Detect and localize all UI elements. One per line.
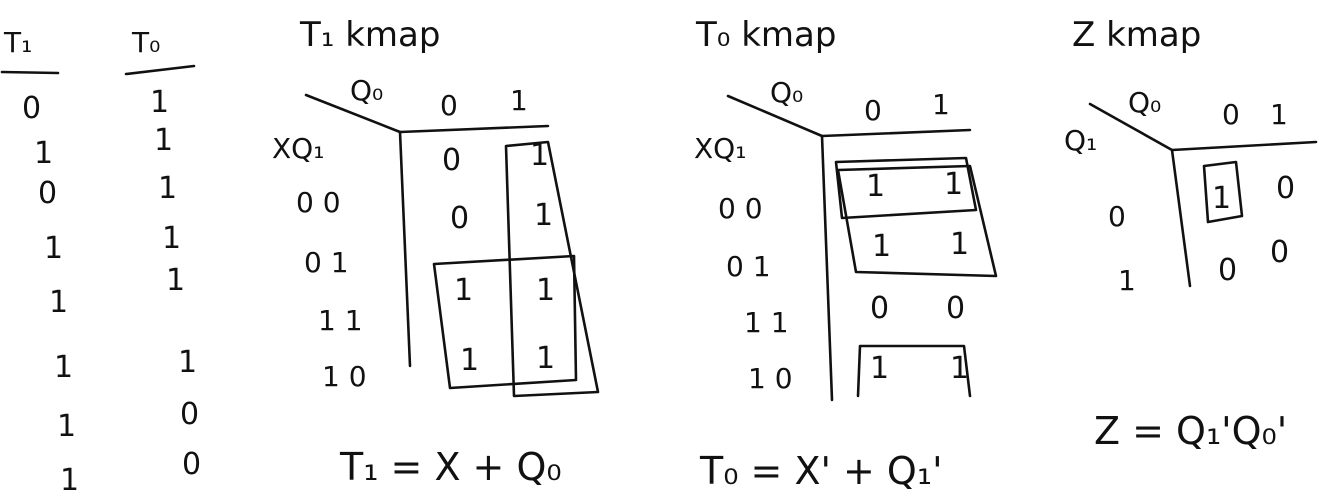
z-kmap-row-header: 1 [1118, 264, 1136, 297]
t1-kmap-cell: 1 [536, 273, 555, 308]
t1-column-header: T₁ [3, 26, 32, 59]
t1-value: 1 [34, 136, 53, 171]
t0-kmap-row-header: 1 1 [744, 306, 789, 339]
t0-kmap-cell: 1 [944, 167, 963, 202]
t0-equation: T₀ = X' + Q₁' [699, 449, 943, 493]
t1-kmap-cell: 0 [442, 143, 461, 178]
t0-header-underline [124, 64, 196, 76]
t1-kmap-row-header: 1 1 [318, 304, 363, 337]
t1-kmap-group-q0 [504, 140, 600, 398]
z-kmap-col-header: 0 [1222, 98, 1240, 131]
t1-kmap-title: T₁ kmap [299, 15, 440, 55]
t0-kmap-cell: 1 [872, 229, 891, 264]
z-kmap-cell: 0 [1276, 171, 1295, 206]
t1-value: 1 [44, 231, 63, 266]
t0-kmap-group-row-10 [856, 344, 972, 398]
t0-kmap-left-line [820, 134, 834, 402]
t1-value: 0 [38, 176, 57, 211]
t0-kmap-row-header: 1 0 [748, 362, 793, 395]
t0-kmap-top-line [820, 128, 972, 138]
t1-kmap-cell: 1 [460, 343, 479, 378]
t1-value: 1 [60, 463, 79, 498]
t0-value: 1 [178, 345, 197, 380]
t0-value: 1 [166, 263, 185, 298]
z-kmap-row-var: Q₁ [1064, 124, 1097, 157]
t1-kmap-cell: 1 [530, 138, 549, 173]
t0-kmap-cell: 0 [870, 291, 889, 326]
t1-value: 0 [22, 91, 41, 126]
t0-kmap-cell: 1 [870, 351, 889, 386]
t1-kmap-col-var: Q₀ [350, 74, 383, 107]
t0-kmap-cell: 0 [946, 291, 965, 326]
t0-kmap-title: T₀ kmap [695, 15, 836, 55]
t0-value: 0 [182, 447, 201, 482]
t1-kmap-row-header: 0 0 [296, 186, 341, 219]
t0-value: 1 [154, 123, 173, 158]
z-kmap-top-line [1170, 140, 1318, 152]
t1-kmap: T₁ kmap Q₀ 0 1 XQ₁ 0 0 0 1 1 1 1 0 0 1 0… [272, 15, 600, 489]
t1-kmap-diagonal [304, 93, 402, 134]
t1-value: 1 [54, 350, 73, 385]
t0-kmap-cell: 1 [950, 227, 969, 262]
t1-kmap-row-var: XQ₁ [272, 132, 324, 165]
t1-equation: T₁ = X + Q₀ [339, 445, 562, 489]
t1-kmap-col-header: 1 [510, 84, 528, 117]
t0-kmap-cell: 1 [950, 351, 969, 386]
t1-kmap-col-header: 0 [440, 89, 458, 122]
z-kmap-left-line [1170, 148, 1192, 288]
t1-kmap-cell: 1 [454, 273, 473, 308]
t1-value: 1 [49, 285, 68, 320]
z-kmap-title: Z kmap [1072, 15, 1201, 55]
z-kmap-diagonal [1088, 102, 1174, 152]
t1-kmap-cell: 0 [450, 201, 469, 236]
t0-kmap-row-header: 0 0 [718, 192, 763, 225]
t1-column: T₁ 0 1 0 1 1 1 1 1 [0, 26, 79, 498]
z-kmap-cell: 1 [1212, 181, 1231, 216]
t0-column: T₀ 1 1 1 1 1 1 0 0 [124, 26, 201, 482]
t1-kmap-row-header: 1 0 [322, 360, 367, 393]
z-kmap-row-header: 0 [1108, 200, 1126, 233]
t0-kmap-col-header: 1 [932, 88, 950, 121]
t0-kmap-cell: 1 [866, 169, 885, 204]
t0-kmap-group-rows-00-01 [836, 164, 998, 278]
t1-header-underline [0, 70, 60, 75]
t1-kmap-group-x [432, 254, 578, 390]
z-kmap: Z kmap Q₀ 0 1 Q₁ 0 1 1 0 0 0 Z = Q₁'Q₀' [1064, 15, 1318, 453]
t1-kmap-cell: 1 [534, 198, 553, 233]
t0-kmap: T₀ kmap Q₀ 0 1 XQ₁ 0 0 0 1 1 1 1 0 1 1 1… [694, 15, 998, 493]
z-kmap-col-var: Q₀ [1128, 86, 1161, 119]
t1-kmap-cell: 1 [536, 341, 555, 376]
t0-kmap-col-header: 0 [864, 94, 882, 127]
t1-value: 1 [57, 409, 76, 444]
z-equation: Z = Q₁'Q₀' [1094, 409, 1287, 453]
z-kmap-cell: 0 [1270, 235, 1289, 270]
t0-kmap-row-header: 0 1 [726, 250, 771, 283]
t0-value: 1 [150, 85, 169, 120]
t1-kmap-top-line [398, 124, 550, 134]
t0-kmap-col-var: Q₀ [770, 76, 803, 109]
t1-kmap-row-header: 0 1 [304, 246, 349, 279]
z-kmap-group [1202, 160, 1244, 224]
t0-value: 0 [180, 397, 199, 432]
t0-value: 1 [162, 221, 181, 256]
t0-kmap-group-row-00 [834, 156, 978, 220]
z-kmap-col-header: 1 [1270, 98, 1288, 131]
t0-column-header: T₀ [131, 26, 160, 59]
t0-value: 1 [158, 171, 177, 206]
t1-kmap-left-line [398, 130, 412, 368]
t0-kmap-row-var: XQ₁ [694, 132, 746, 165]
z-kmap-cell: 0 [1218, 253, 1237, 288]
t0-kmap-diagonal [726, 94, 824, 138]
